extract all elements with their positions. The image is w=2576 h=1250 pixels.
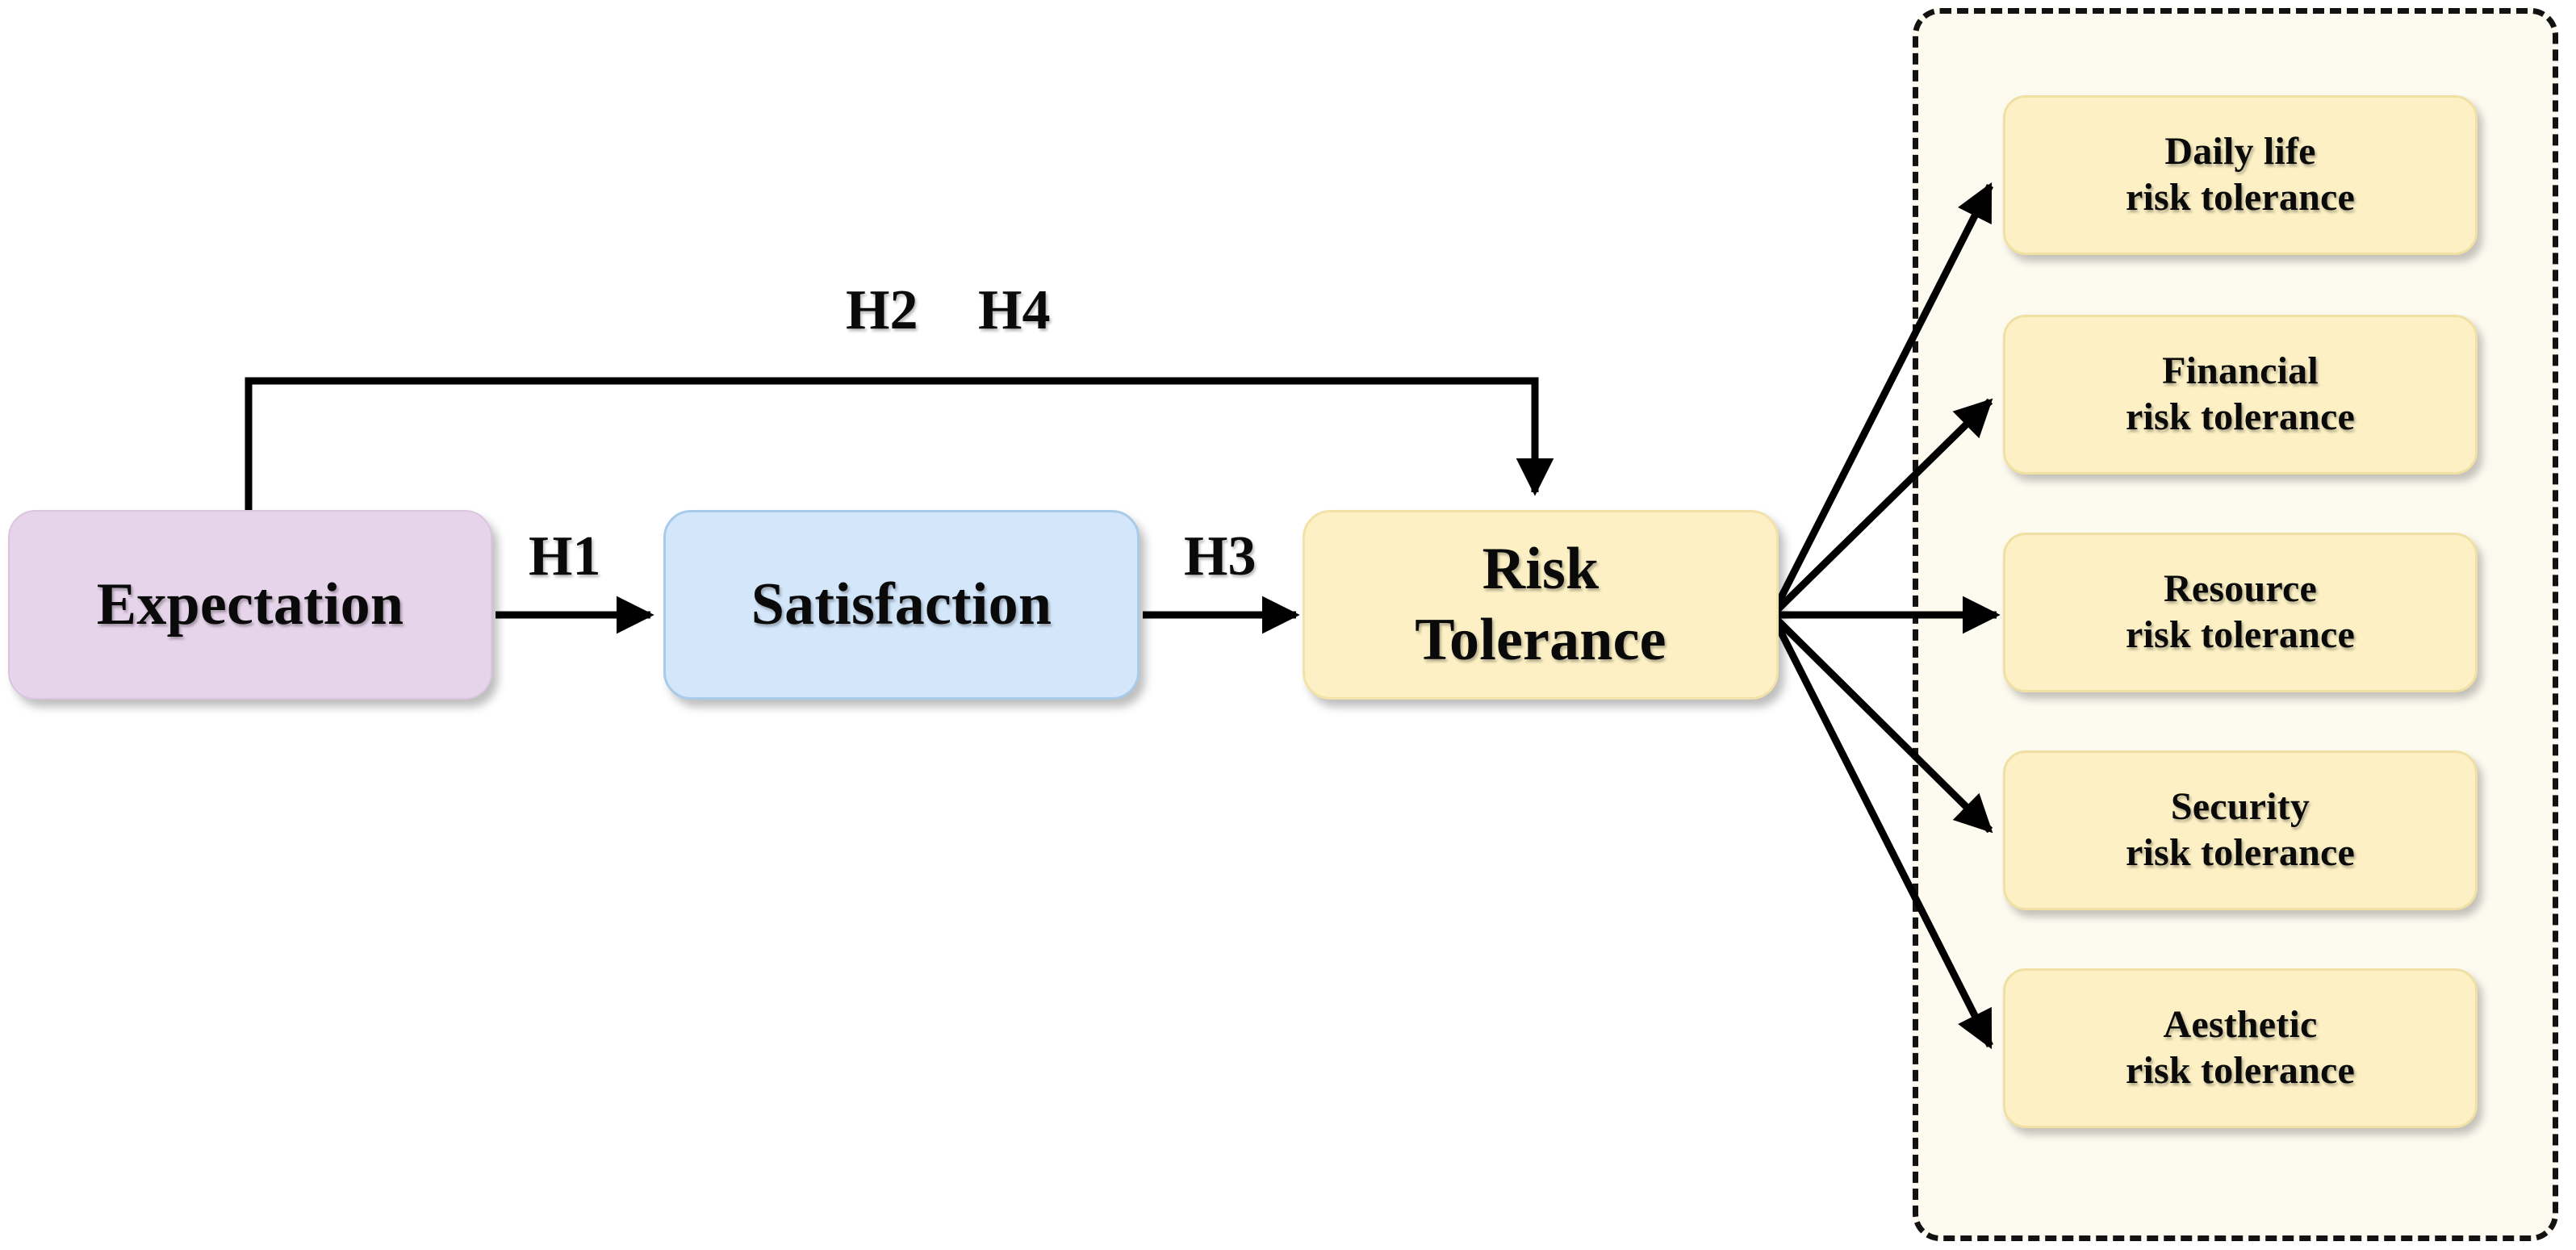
node-security-risk-tolerance-label: Security risk tolerance [2126,784,2355,876]
hypothesis-label-h1: H1 [529,525,601,587]
node-risk-tolerance-line2: Tolerance [1415,606,1666,673]
node-daily-life-risk-tolerance[interactable]: Daily life risk tolerance [2003,95,2478,255]
node-risk-tolerance-label: Risk Tolerance [1415,534,1666,675]
node-security-risk-tolerance[interactable]: Security risk tolerance [2003,750,2478,910]
node-resource-risk-tolerance[interactable]: Resource risk tolerance [2003,533,2478,692]
node-aesthetic-risk-tolerance[interactable]: Aesthetic risk tolerance [2003,968,2478,1128]
node-security-line2: risk tolerance [2125,831,2356,874]
node-daily-life-line1: Daily life [2164,130,2316,173]
node-financial-line2: risk tolerance [2125,395,2356,438]
hypothesis-label-h3: H3 [1184,525,1257,587]
node-risk-tolerance[interactable]: Risk Tolerance [1303,510,1779,700]
node-resource-risk-tolerance-label: Resource risk tolerance [2126,566,2355,658]
node-daily-life-line2: risk tolerance [2125,176,2356,219]
node-security-line1: Security [2170,785,2310,829]
node-financial-risk-tolerance-label: Financial risk tolerance [2126,349,2355,440]
node-risk-tolerance-line1: Risk [1482,536,1600,603]
node-daily-life-risk-tolerance-label: Daily life risk tolerance [2126,129,2355,220]
hypothesis-label-h2: H2 [846,279,918,341]
node-expectation[interactable]: Expectation [8,510,492,700]
node-aesthetic-risk-tolerance-label: Aesthetic risk tolerance [2126,1002,2355,1093]
node-satisfaction[interactable]: Satisfaction [663,510,1140,700]
hypothesis-label-h4: H4 [978,279,1051,341]
node-expectation-label: Expectation [96,571,404,638]
node-financial-risk-tolerance[interactable]: Financial risk tolerance [2003,315,2478,474]
edge-h2-h4 [245,377,1554,513]
node-aesthetic-line2: risk tolerance [2125,1049,2356,1092]
node-resource-line2: risk tolerance [2125,613,2356,656]
node-satisfaction-label: Satisfaction [751,571,1052,638]
node-aesthetic-line1: Aesthetic [2163,1003,2318,1047]
node-resource-line1: Resource [2164,567,2317,611]
node-financial-line1: Financial [2162,349,2319,393]
